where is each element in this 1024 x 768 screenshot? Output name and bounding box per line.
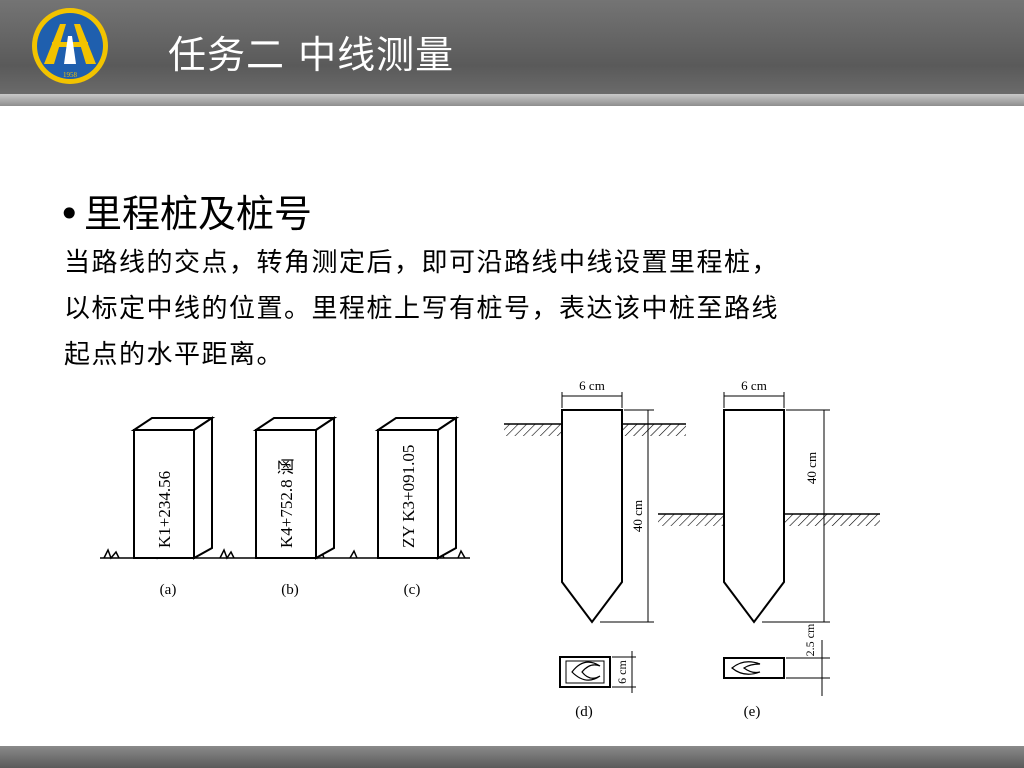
bullet-heading: 里程桩及桩号 <box>84 192 313 236</box>
caption-c: (c) <box>404 582 421 598</box>
stake-a: K1+234.56 <box>130 416 216 560</box>
bullet-heading-row: •里程桩及桩号 <box>58 183 312 238</box>
width-label: 6 cm <box>741 378 767 393</box>
stake-label: K1+234.56 <box>155 471 174 548</box>
body-paragraph: 当路线的交点，转角测定后，即可沿路线中线设置里程桩， 以标定中线的位置。里程桩上… <box>64 240 964 378</box>
section-label: 2.5 cm <box>803 623 817 656</box>
stake-c: ZY K3+091.05 <box>374 416 460 560</box>
stake-e: 6 cm 40 cm 2.5 cm (e) <box>658 378 880 720</box>
length-label: 40 cm <box>630 500 645 532</box>
paragraph-line: 起点的水平距离。 <box>64 340 285 370</box>
stake-b: K4+752.8 涵 <box>252 416 338 560</box>
paragraph-line: 当路线的交点，转角测定后，即可沿路线中线设置里程桩， <box>64 248 780 278</box>
caption-a: (a) <box>160 582 177 598</box>
stake-figure: K1+234.56 K4+752.8 涵 ZY K3+091.05 (a) (b… <box>100 378 880 720</box>
caption-e: (e) <box>744 704 761 720</box>
paragraph-line: 以标定中线的位置。里程桩上写有桩号，表达该中桩至路线 <box>64 294 780 324</box>
stake-label: K4+752.8 涵 <box>277 458 296 548</box>
caption-b: (b) <box>281 582 299 598</box>
header-bar <box>0 0 1024 94</box>
stake-d: 6 cm 40 cm 6 cm (d) <box>504 378 686 720</box>
footer-bar <box>0 746 1024 768</box>
section-label: 6 cm <box>615 660 629 684</box>
width-label: 6 cm <box>579 378 605 393</box>
stake-label: ZY K3+091.05 <box>399 445 418 548</box>
bullet-icon: • <box>58 192 81 236</box>
logo-text: 1958 <box>63 71 78 79</box>
school-logo: 1958 <box>32 8 108 84</box>
page-title: 任务二 中线测量 <box>168 33 455 77</box>
caption-d: (d) <box>575 704 593 720</box>
length-label: 40 cm <box>804 452 819 484</box>
header-stripe <box>0 94 1024 106</box>
